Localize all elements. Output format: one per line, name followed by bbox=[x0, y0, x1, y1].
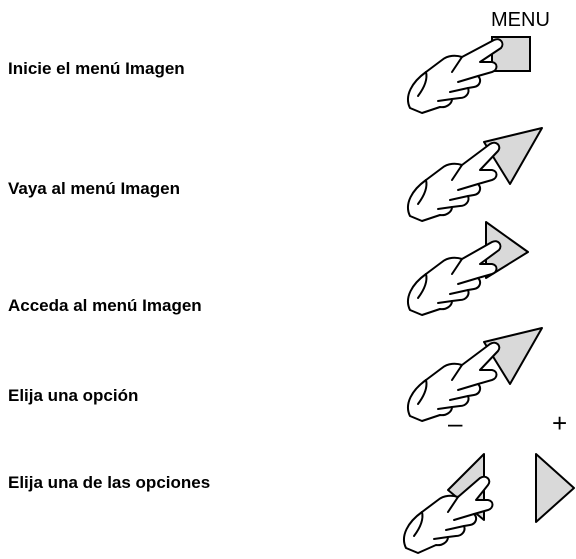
step-5-label: Elija una de las opciones bbox=[8, 473, 211, 492]
pressing-hand-icon bbox=[407, 141, 501, 222]
minus-label: – bbox=[448, 408, 463, 438]
step-2-graphic bbox=[402, 118, 562, 228]
pressing-hand-icon bbox=[407, 341, 501, 422]
step-3-label: Acceda al menú Imagen bbox=[8, 296, 202, 315]
pressing-hand-icon bbox=[403, 475, 494, 554]
up-arrow-button-icon bbox=[483, 127, 543, 185]
menu-button-label: MENU bbox=[491, 9, 550, 31]
right-arrow-button-icon bbox=[535, 453, 575, 523]
step-1-graphic: MENU bbox=[402, 0, 562, 125]
step-2-label: Vaya al menú Imagen bbox=[8, 179, 180, 198]
step-4-label: Elija una opción bbox=[8, 386, 139, 405]
step-4-graphic bbox=[402, 318, 562, 428]
pressing-hand-icon bbox=[407, 38, 504, 114]
pressing-hand-icon bbox=[407, 240, 502, 316]
plus-label: + bbox=[552, 408, 567, 438]
up-arrow-button-icon bbox=[483, 327, 543, 385]
step-5-graphic: – + bbox=[396, 408, 576, 559]
step-1-label: Inicie el menú Imagen bbox=[8, 59, 185, 78]
step-3-graphic bbox=[402, 212, 562, 322]
